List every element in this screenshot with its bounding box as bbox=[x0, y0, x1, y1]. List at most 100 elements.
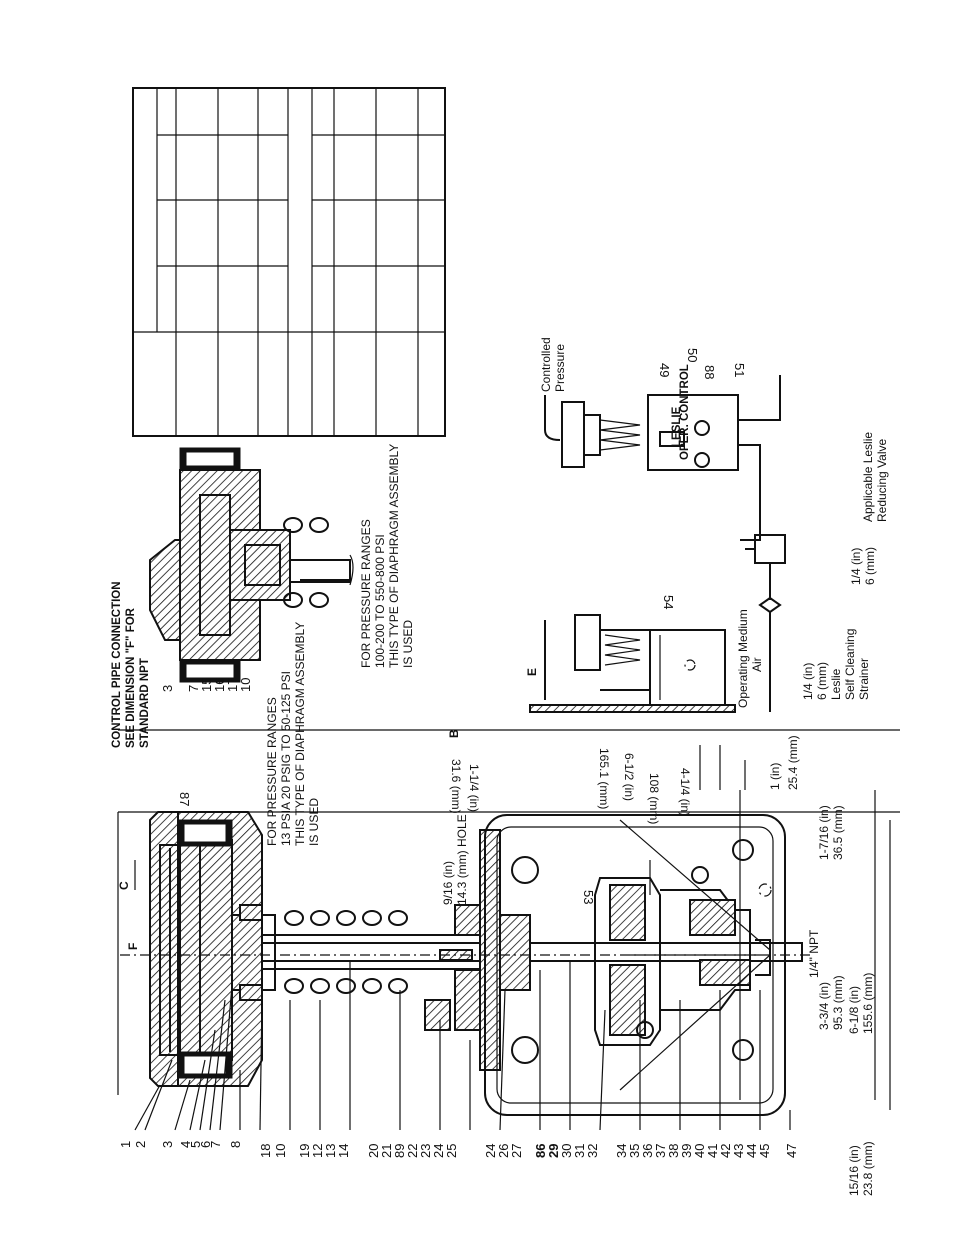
npt-callout: 1/4" NPT bbox=[807, 929, 821, 978]
part-number: 26 bbox=[496, 1144, 511, 1158]
part-number: 30 bbox=[559, 1144, 574, 1158]
part-number: 89 bbox=[392, 1144, 407, 1158]
part-number: 42 bbox=[718, 1144, 733, 1158]
svg-text:4-1/4 (in): 4-1/4 (in) bbox=[678, 768, 692, 816]
part-number-87: 87 bbox=[177, 792, 192, 806]
svg-text:FOR PRESSURE RANGES: FOR PRESSURE RANGES bbox=[359, 519, 373, 668]
dimension-lines bbox=[117, 729, 900, 1110]
controlled-pressure-label: Controlled Pressure bbox=[539, 337, 567, 392]
svg-text:THIS TYPE OF DIAPHRAGM ASSEMBL: THIS TYPE OF DIAPHRAGM ASSEMBLY bbox=[387, 444, 401, 668]
part-number: 16 bbox=[212, 678, 227, 692]
part-number: 4 bbox=[178, 1141, 193, 1148]
hole-callout: 9/16 (in) 14.3 (mm) HOLE bbox=[441, 814, 469, 905]
alt-assembly-part-numbers: 3 7 15 16 17 10 bbox=[160, 678, 253, 692]
oper-control-label: OPER. CONTROL bbox=[679, 364, 691, 460]
svg-text:C: C bbox=[117, 881, 131, 890]
part-number: 41 bbox=[705, 1144, 720, 1158]
svg-text:Reducing Valve: Reducing Valve bbox=[875, 439, 889, 522]
svg-text:1-7/16 (in): 1-7/16 (in) bbox=[817, 805, 831, 860]
svg-text:F: F bbox=[126, 943, 140, 950]
svg-text:E: E bbox=[525, 668, 539, 676]
part-number-53: 53 bbox=[581, 890, 596, 904]
part-number: 7 bbox=[208, 1141, 223, 1148]
part-number: 20 bbox=[366, 1144, 381, 1158]
part-number: 10 bbox=[273, 1144, 288, 1158]
part-number: 2 bbox=[133, 1141, 148, 1148]
part-number: 17 bbox=[225, 678, 240, 692]
part-number: 5 bbox=[188, 1141, 203, 1148]
strainer-label: 1/4 (in) 6 (mm) Leslie Self Cleaning Str… bbox=[801, 629, 871, 700]
part-number: 36 bbox=[640, 1144, 655, 1158]
part-number: 3 bbox=[160, 685, 175, 692]
pressure-ranges-low-callout: FOR PRESSURE RANGES 13 PSIA 20 PSIG TO 5… bbox=[265, 622, 321, 846]
part-number: 88 bbox=[702, 365, 717, 379]
svg-text:1 (in): 1 (in) bbox=[768, 763, 782, 790]
operating-medium-label: Operating Medium Air bbox=[736, 609, 764, 708]
part-number-54: 54 bbox=[661, 595, 676, 609]
part-number: 10 bbox=[238, 678, 253, 692]
part-number: 15 bbox=[199, 678, 214, 692]
svg-text:Applicable Leslie: Applicable Leslie bbox=[861, 432, 875, 522]
svg-text:9/16 (in): 9/16 (in) bbox=[441, 861, 455, 905]
part-number: 35 bbox=[627, 1144, 642, 1158]
part-number: 49 bbox=[657, 363, 672, 377]
part-number: 13 bbox=[323, 1144, 338, 1158]
part-number: 8 bbox=[228, 1141, 243, 1148]
svg-text:IS USED: IS USED bbox=[401, 620, 415, 668]
svg-text:13 PSIA 20 PSIG TO 50-125 PSI: 13 PSIA 20 PSIG TO 50-125 PSI bbox=[279, 671, 293, 846]
part-number: 19 bbox=[297, 1144, 312, 1158]
svg-text:15/16 (in): 15/16 (in) bbox=[847, 1145, 861, 1196]
part-number: 32 bbox=[585, 1144, 600, 1158]
svg-text:IS USED: IS USED bbox=[307, 798, 321, 846]
svg-text:95.3 (mm): 95.3 (mm) bbox=[831, 975, 845, 1030]
svg-text:6-1/2 (in): 6-1/2 (in) bbox=[622, 753, 636, 801]
part-number: 27 bbox=[509, 1144, 524, 1158]
part-number: 18 bbox=[258, 1144, 273, 1158]
control-pipe-callout: CONTROL PIPE CONNECTION SEE DIMENSION "F… bbox=[111, 581, 151, 748]
svg-text:Controlled: Controlled bbox=[539, 337, 553, 392]
part-number: 37 bbox=[653, 1144, 668, 1158]
part-number: 14 bbox=[336, 1144, 351, 1158]
svg-text:SEE DIMENSION "F" FOR: SEE DIMENSION "F" FOR bbox=[125, 607, 137, 748]
control-part-numbers: 49 50 88 51 bbox=[657, 348, 747, 379]
part-number: 24 bbox=[483, 1144, 498, 1158]
svg-text:B: B bbox=[447, 729, 461, 738]
svg-text:23.8 (mm): 23.8 (mm) bbox=[861, 1141, 875, 1196]
part-number-labels: 1 2 3 4 5 6 7 8 18 10 19 12 13 14 20 21 … bbox=[118, 1141, 799, 1158]
part-number: 7 bbox=[186, 685, 201, 692]
svg-text:6 (mm): 6 (mm) bbox=[863, 547, 877, 585]
svg-text:31.6 (mm): 31.6 (mm) bbox=[449, 759, 463, 814]
svg-text:3-3/4 (in): 3-3/4 (in) bbox=[817, 982, 831, 1030]
svg-text:1/4 (in): 1/4 (in) bbox=[801, 663, 815, 700]
svg-text:Strainer: Strainer bbox=[857, 658, 871, 700]
part-number: 47 bbox=[784, 1144, 799, 1158]
svg-text:STANDARD NPT: STANDARD NPT bbox=[139, 658, 151, 748]
svg-text:100-200 TO 550-800 PSI: 100-200 TO 550-800 PSI bbox=[373, 534, 387, 668]
svg-text:165.1 (mm): 165.1 (mm) bbox=[597, 748, 611, 809]
svg-text:14.3 (mm) HOLE: 14.3 (mm) HOLE bbox=[455, 814, 469, 905]
svg-text:CONTROL PIPE CONNECTION: CONTROL PIPE CONNECTION bbox=[111, 581, 123, 748]
svg-text:36.5 (mm): 36.5 (mm) bbox=[831, 805, 845, 860]
part-number: 50 bbox=[685, 348, 700, 362]
pressure-ranges-high-callout: FOR PRESSURE RANGES 100-200 TO 550-800 P… bbox=[359, 444, 415, 668]
part-number: 3 bbox=[160, 1141, 175, 1148]
reducing-valve-label: Applicable Leslie Reducing Valve bbox=[861, 432, 889, 522]
svg-text:108 (mm): 108 (mm) bbox=[647, 773, 661, 824]
part-number: 23 bbox=[418, 1144, 433, 1158]
part-number: 1 bbox=[118, 1141, 133, 1148]
part-number: 25 bbox=[444, 1144, 459, 1158]
mounting-view bbox=[529, 614, 736, 713]
svg-text:FOR PRESSURE RANGES: FOR PRESSURE RANGES bbox=[265, 697, 279, 846]
svg-text:155.6 (mm): 155.6 (mm) bbox=[861, 973, 875, 1034]
part-number: 43 bbox=[731, 1144, 746, 1158]
part-number: 22 bbox=[405, 1144, 420, 1158]
svg-text:25.4 (mm): 25.4 (mm) bbox=[786, 735, 800, 790]
svg-text:6 (mm): 6 (mm) bbox=[815, 662, 829, 700]
alt-diaphragm-assembly bbox=[149, 447, 354, 683]
leader-lines bbox=[134, 960, 791, 1131]
part-number: 51 bbox=[732, 363, 747, 377]
part-number: 40 bbox=[692, 1144, 707, 1158]
part-number: 39 bbox=[679, 1144, 694, 1158]
svg-text:THIS TYPE OF DIAPHRAGM ASSEMBL: THIS TYPE OF DIAPHRAGM ASSEMBLY bbox=[293, 622, 307, 846]
